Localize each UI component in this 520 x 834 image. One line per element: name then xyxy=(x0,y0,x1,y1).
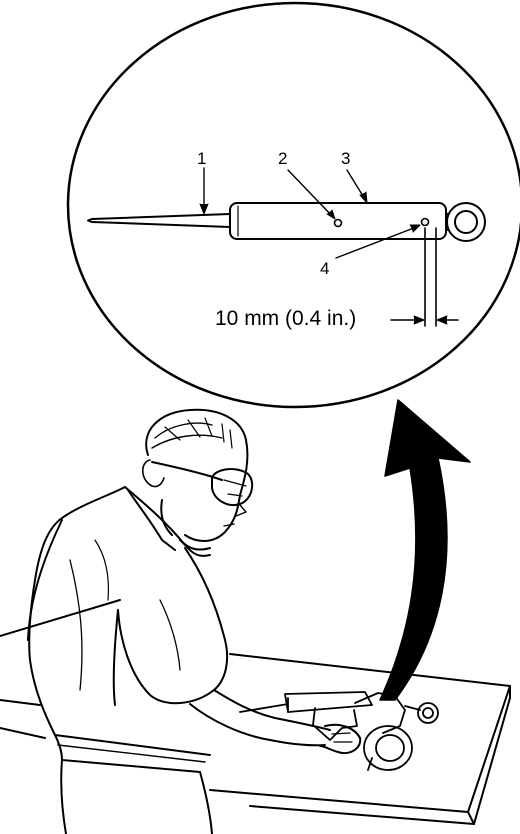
tool-ring-end xyxy=(446,202,486,242)
curved-arrow xyxy=(379,399,471,701)
hole-2 xyxy=(333,218,343,228)
workbench xyxy=(0,599,511,825)
callout-3: 3 xyxy=(341,149,351,168)
callout-4: 4 xyxy=(320,259,330,278)
probe-needle xyxy=(87,213,231,228)
callout-2: 2 xyxy=(278,149,288,168)
leader-4 xyxy=(335,225,420,259)
tool-body xyxy=(229,202,447,240)
detail-magnifier-circle xyxy=(66,1,520,409)
technician-figure xyxy=(27,408,362,834)
hole-4 xyxy=(420,217,430,227)
tool-on-bench xyxy=(239,691,439,771)
leader-2 xyxy=(287,169,335,219)
dimension-label: 10 mm (0.4 in.) xyxy=(215,307,357,330)
callout-1: 1 xyxy=(197,149,207,168)
